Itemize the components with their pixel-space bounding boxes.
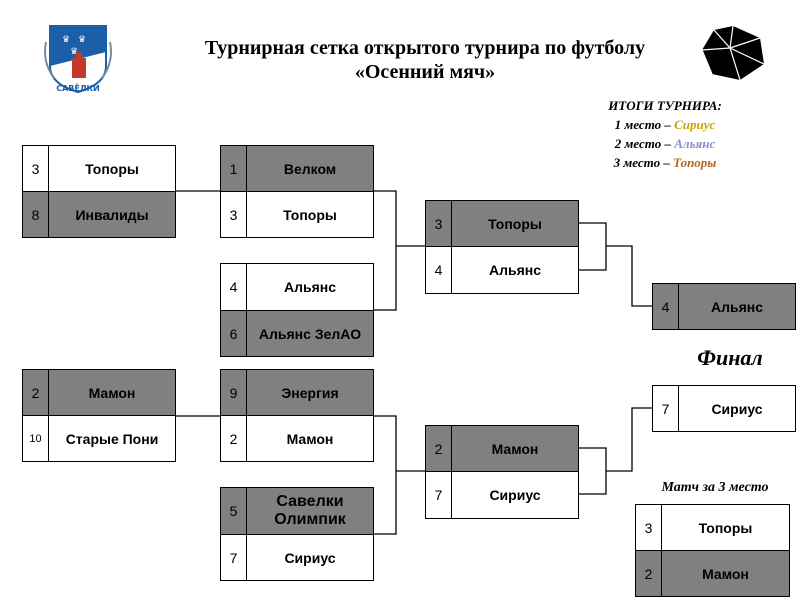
team-semi-sirius: 7 Сириус <box>425 471 579 519</box>
team-third-topory: 3 Топоры <box>635 504 790 551</box>
result-second: 2 место – Альянс <box>570 134 760 153</box>
team-name: Мамон <box>286 430 334 447</box>
result-second-team: Альянс <box>674 136 716 151</box>
result-first: 1 место – Сириус <box>570 115 760 134</box>
team-seed: 3 <box>426 201 452 246</box>
team-seed: 3 <box>23 146 49 191</box>
team-seed: 3 <box>636 505 662 550</box>
team-seed: 1 <box>221 146 247 191</box>
connector-semi-b-out <box>606 407 653 472</box>
team-third-mamon: 2 Мамон <box>635 550 790 597</box>
team-seed: 2 <box>636 551 662 596</box>
team-seed: 6 <box>221 311 247 356</box>
connector-r2a <box>374 190 397 311</box>
team-r2-velkom: 1 Велком <box>220 145 374 192</box>
team-name: Энергия <box>281 384 339 401</box>
team-r2-energiya: 9 Энергия <box>220 369 374 416</box>
result-first-team: Сириус <box>674 117 716 132</box>
team-r2-savelki-olimpik: 5 Савелки Олимпик <box>220 487 374 535</box>
team-seed: 10 <box>23 416 49 461</box>
team-seed: 9 <box>221 370 247 415</box>
team-r1-starye-poni: 10 Старые Пони <box>22 415 176 462</box>
result-third: 3 место – Топоры <box>570 153 760 172</box>
team-name: Мамон <box>88 384 136 401</box>
team-seed: 2 <box>23 370 49 415</box>
savelki-logo: ♛ ♛ ♛ САВЁЛКИ <box>44 25 112 94</box>
team-name: Альянс ЗелАО <box>258 325 362 342</box>
final-label: Финал <box>697 345 763 370</box>
team-name: Альянс <box>488 262 542 278</box>
team-r2-alyans-zelao: 6 Альянс ЗелАО <box>220 310 374 357</box>
team-name: Топоры <box>85 160 139 177</box>
team-r1-mamon: 2 Мамон <box>22 369 176 416</box>
team-r2-topory: 3 Топоры <box>220 191 374 238</box>
team-name: Топоры <box>283 206 337 223</box>
team-seed: 5 <box>221 488 247 534</box>
svg-text:♛: ♛ <box>70 47 78 57</box>
title-line-2: «Осенний мяч» <box>354 61 496 83</box>
team-name: Савелки Олимпик <box>274 493 346 528</box>
team-name: Сириус <box>711 400 763 417</box>
connector-semi-a <box>578 222 607 271</box>
team-seed: 7 <box>653 386 679 431</box>
team-name: Сириус <box>489 487 541 503</box>
team-name: Старые Пони <box>65 430 159 447</box>
team-semi-mamon: 2 Мамон <box>425 425 579 472</box>
team-seed: 2 <box>426 426 452 471</box>
team-r2-sirius: 7 Сириус <box>220 534 374 581</box>
team-semi-topory: 3 Топоры <box>425 200 579 247</box>
team-seed: 4 <box>221 264 247 310</box>
team-r1-topory: 3 Топоры <box>22 145 176 192</box>
svg-text:♛: ♛ <box>62 35 70 45</box>
team-name: Мамон <box>702 565 749 582</box>
team-name: Мамон <box>491 440 539 457</box>
team-name: Альянс <box>710 298 764 315</box>
title-line-1: Турнирная сетка открытого турнира по фут… <box>204 37 646 59</box>
third-place-label: Матч за 3 место <box>661 480 769 495</box>
svg-text:♛: ♛ <box>78 35 86 45</box>
team-seed: 4 <box>426 247 452 293</box>
team-name: Сириус <box>284 549 336 566</box>
team-r2-mamon: 2 Мамон <box>220 415 374 462</box>
tournament-results: ИТОГИ ТУРНИРА: 1 место – Сириус 2 место … <box>570 96 760 172</box>
team-seed: 2 <box>221 416 247 461</box>
team-r1-invalidy: 8 Инвалиды <box>22 191 176 238</box>
team-name: Альянс <box>283 279 337 295</box>
connector-semi-b <box>578 447 607 495</box>
page-title: Турнирная сетка открытого турнира по фут… <box>160 36 690 84</box>
team-semi-alyans: 4 Альянс <box>425 246 579 294</box>
results-heading: ИТОГИ ТУРНИРА: <box>608 98 722 113</box>
result-third-team: Топоры <box>673 155 717 170</box>
team-name: Топоры <box>488 215 542 232</box>
connector-semi-a-out <box>606 245 653 307</box>
result-first-label: 1 место – <box>614 117 675 132</box>
result-third-label: 3 место – <box>613 155 674 170</box>
team-seed: 7 <box>221 535 247 580</box>
team-seed: 3 <box>221 192 247 237</box>
team-seed: 4 <box>653 284 679 329</box>
team-r2-alyans: 4 Альянс <box>220 263 374 311</box>
connector-r2b <box>374 415 397 535</box>
result-second-label: 2 место – <box>614 136 675 151</box>
team-final-alyans: 4 Альянс <box>652 283 796 330</box>
polyhedron-logo <box>701 25 765 81</box>
team-name: Велком <box>283 160 337 177</box>
team-name: Топоры <box>698 519 753 536</box>
logo-caption: САВЁЛКИ <box>56 83 100 93</box>
team-final-sirius: 7 Сириус <box>652 385 796 432</box>
team-name: Инвалиды <box>75 206 149 223</box>
team-seed: 7 <box>426 472 452 518</box>
team-seed: 8 <box>23 192 49 237</box>
